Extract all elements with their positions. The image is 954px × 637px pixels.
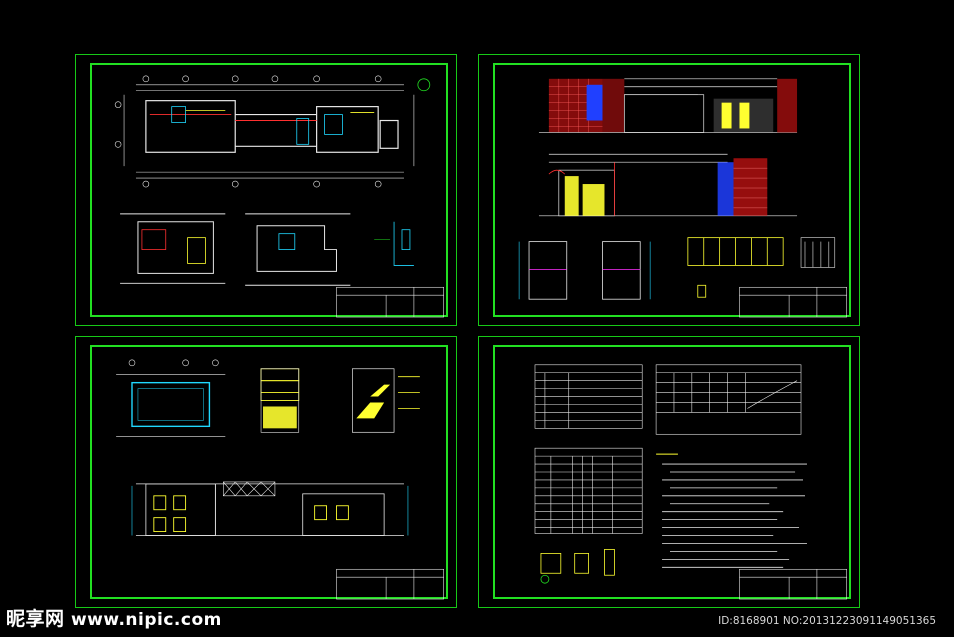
floor-plan-drawing (114, 75, 444, 318)
notes-drawing (534, 364, 847, 600)
site-url: www.nipic.com (70, 610, 222, 630)
elevation-drawing (518, 78, 847, 318)
sheet-border (493, 345, 851, 599)
drawing-sheet-notes (478, 336, 860, 608)
section-drawing (116, 359, 444, 600)
drawing-sheet-elevations (478, 54, 860, 326)
site-name: 昵享网 (6, 608, 65, 630)
sheet-border (90, 63, 448, 317)
drawing-sheet-floor-plans (75, 54, 457, 326)
drawing-sheet-sections (75, 336, 457, 608)
sheet-border (493, 63, 851, 317)
sheet-border (90, 345, 448, 599)
image-id-label: ID:8168901 NO:20131223091149051365 (718, 615, 936, 627)
site-watermark: 昵享网 www.nipic.com (6, 604, 222, 631)
